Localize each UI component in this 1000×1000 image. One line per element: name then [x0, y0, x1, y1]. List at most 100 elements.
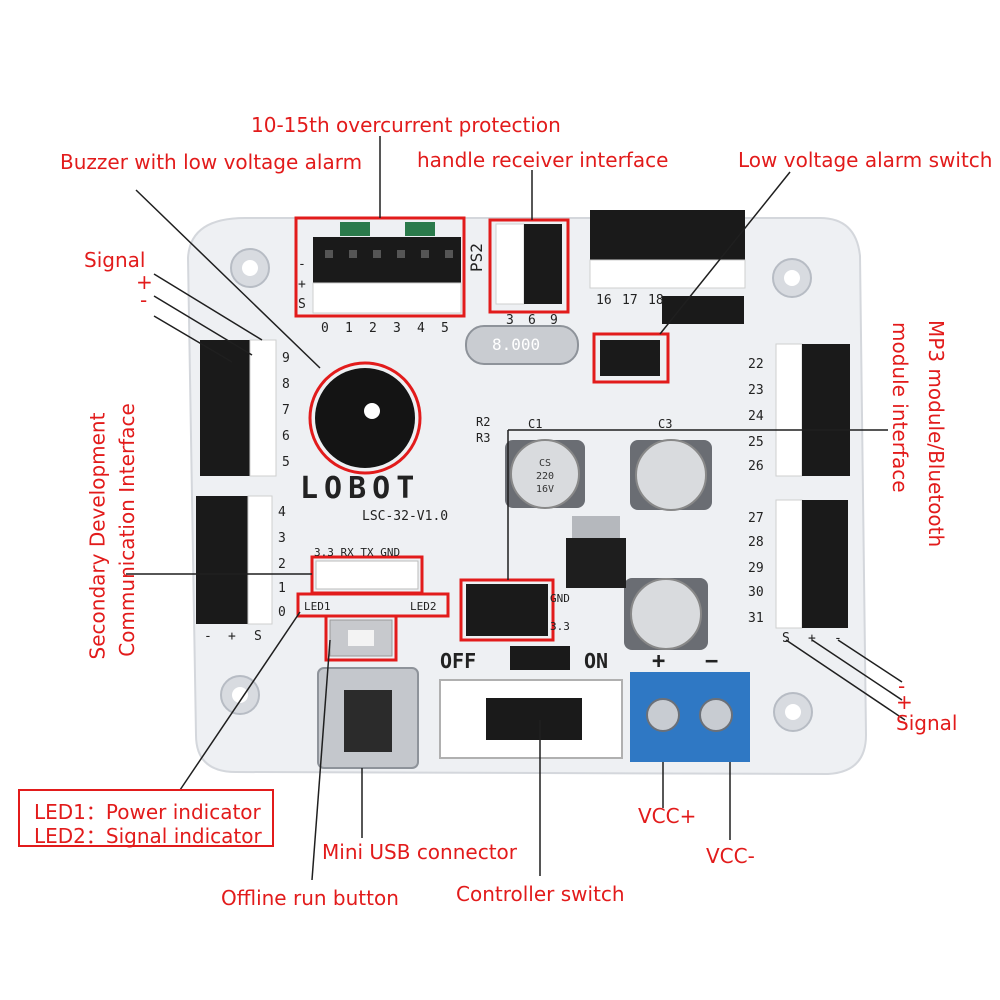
vcc-minus-label: VCC-	[706, 844, 755, 868]
pin-top-1: 1	[345, 321, 353, 336]
communication-interface-label: Communication Interface	[114, 403, 139, 657]
right-legend-minus: -	[834, 631, 842, 646]
pin-left-8: 8	[282, 377, 290, 392]
pin-right-22: 22	[748, 357, 764, 372]
power-out-highlight-box	[459, 578, 555, 642]
servo-header-16-21	[589, 210, 746, 289]
offline-run-button-cap	[348, 630, 374, 646]
terminal-minus-label: −	[705, 649, 718, 674]
servo-header-27-31	[775, 499, 848, 629]
switch-on-label: ON	[584, 649, 608, 673]
left-legend-s: S	[254, 629, 262, 644]
capacitor-c4	[624, 578, 708, 650]
led1-legend: LED1：Power indicator	[34, 800, 261, 824]
overcurrent-fuses	[340, 222, 435, 236]
servo-header-5-9	[200, 339, 277, 477]
pin-top-3: 3	[393, 321, 401, 336]
plus-right-label: +	[896, 690, 913, 714]
offline-run-button-label: Offline run button	[221, 886, 399, 910]
pin-18: 18	[648, 293, 664, 308]
controller-switch	[439, 679, 623, 759]
led1-label: LED1	[304, 600, 331, 613]
pin-right-24: 24	[748, 409, 764, 424]
mounting-hole-bottom-left	[220, 675, 260, 715]
overcurrent-protection-label: 10-15th overcurrent protection	[251, 113, 561, 137]
buzzer-label: Buzzer with low voltage alarm	[60, 150, 363, 174]
capacitor-c1-markings: CS 220 16V	[536, 458, 554, 495]
mounting-hole-top-right	[772, 258, 812, 298]
switch-off-label: OFF	[440, 649, 476, 673]
pin-left-6: 6	[282, 429, 290, 444]
pin-left-0: 0	[278, 605, 286, 620]
c1-mark-line3: 16V	[536, 484, 554, 495]
led-legend-box: LED1：Power indicator LED2：Signal indicat…	[18, 789, 274, 848]
uart-header	[315, 560, 419, 590]
signal-right-label: Signal	[896, 711, 958, 735]
left-legend-plus: +	[228, 629, 236, 644]
pin-right-31: 31	[748, 611, 764, 626]
top-legend-minus: -	[298, 257, 306, 272]
c1-mark-line1: CS	[539, 458, 551, 469]
capacitor-c3-label: C3	[658, 417, 672, 431]
left-legend-minus: -	[204, 629, 212, 644]
crystal-label: 8.000	[492, 335, 540, 354]
capacitor-c3	[630, 439, 712, 511]
right-legend-s: S	[782, 631, 790, 646]
v33-label: 3.3	[550, 620, 570, 633]
low-voltage-switch	[600, 340, 660, 376]
uart-pin-label: 3.3 RX TX GND	[314, 546, 400, 559]
resistor-r3-label: R3	[476, 431, 490, 445]
switch-indicator	[510, 646, 570, 670]
capacitor-c1-label: C1	[528, 417, 542, 431]
top-legend-plus: +	[298, 277, 306, 292]
board-logo: LOBOT	[300, 471, 420, 506]
mp3-interface-label: module interface	[888, 322, 912, 493]
mounting-hole-bottom-right	[773, 692, 813, 732]
buzzer	[315, 368, 415, 468]
pin-right-27: 27	[748, 511, 764, 526]
controller-switch-label: Controller switch	[456, 882, 625, 906]
pin-17: 17	[622, 293, 638, 308]
led2-legend: LED2：Signal indicator	[34, 824, 262, 848]
pin-left-5: 5	[282, 455, 290, 470]
terminal-plus-label: +	[652, 649, 665, 674]
pin-ps2-6: 6	[528, 313, 536, 328]
servo-header-0-4	[196, 495, 273, 625]
vcc-plus-label: VCC+	[638, 804, 697, 828]
plus-left-label: +	[136, 270, 153, 294]
pin-16: 16	[596, 293, 612, 308]
mini-usb-connector	[317, 667, 419, 769]
secondary-dev-label: Secondary Development	[85, 412, 110, 660]
minus-right-label: -	[898, 674, 906, 698]
servo-header-22-26	[775, 343, 850, 477]
gnd-label: GND	[550, 592, 570, 605]
top-legend-s: S	[298, 297, 306, 312]
pin-left-2: 2	[278, 557, 286, 572]
buzzer-hole	[364, 403, 380, 419]
voltage-regulator	[566, 516, 626, 588]
leader-lines	[126, 136, 906, 881]
capacitor-c1	[505, 439, 585, 509]
pin-right-23: 23	[748, 383, 764, 398]
board-model: LSC-32-V1.0	[362, 509, 448, 524]
servo-header-0-5	[312, 237, 462, 314]
board-ps2-label: PS2	[467, 243, 486, 272]
pin-top-4: 4	[417, 321, 425, 336]
pin-left-3: 3	[278, 531, 286, 546]
pin-right-26: 26	[748, 459, 764, 474]
right-legend-plus: +	[808, 631, 816, 646]
low-voltage-switch-highlight-box	[592, 332, 670, 384]
power-terminal	[630, 672, 750, 762]
ps2-header	[495, 223, 562, 305]
mp3-bluetooth-label: MP3 module/Bluetooth	[924, 320, 948, 548]
pin-ps2-3: 3	[506, 313, 514, 328]
crystal-oscillator	[465, 325, 579, 365]
pin-left-7: 7	[282, 403, 290, 418]
pin-left-1: 1	[278, 581, 286, 596]
pin-ps2-9: 9	[550, 313, 558, 328]
offline-button-highlight-box	[324, 614, 398, 662]
pin-top-2: 2	[369, 321, 377, 336]
buzzer-highlight-circle	[308, 361, 422, 475]
mounting-hole-top-left	[230, 248, 270, 288]
pin-right-25: 25	[748, 435, 764, 450]
